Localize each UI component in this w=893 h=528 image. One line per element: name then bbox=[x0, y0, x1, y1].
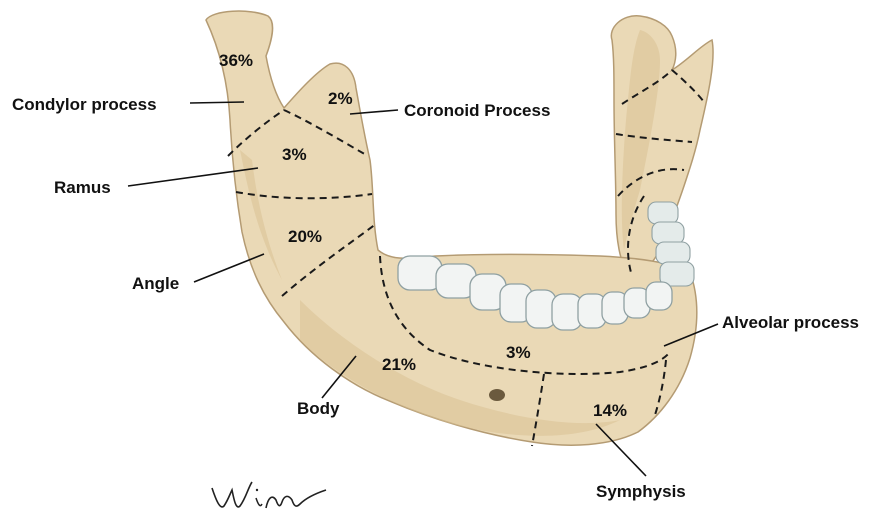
artist-signature bbox=[212, 482, 326, 508]
mental-foramen bbox=[489, 389, 505, 401]
pct-coronoid: 2% bbox=[328, 89, 353, 108]
pct-alveolar: 3% bbox=[506, 343, 531, 362]
label-ramus: Ramus bbox=[54, 178, 111, 197]
pct-ramus: 3% bbox=[282, 145, 307, 164]
pct-angle: 20% bbox=[288, 227, 322, 246]
label-body: Body bbox=[297, 399, 340, 418]
leader-condylar bbox=[190, 102, 244, 103]
label-coronoid: Coronoid Process bbox=[404, 101, 550, 120]
label-alveolar: Alveolar process bbox=[722, 313, 859, 332]
label-angle: Angle bbox=[132, 274, 179, 293]
pct-condylar: 36% bbox=[219, 51, 253, 70]
label-condylar: Condylor process bbox=[12, 95, 157, 114]
pct-symphysis: 14% bbox=[593, 401, 627, 420]
pct-body: 21% bbox=[382, 355, 416, 374]
label-symphysis: Symphysis bbox=[596, 482, 686, 501]
